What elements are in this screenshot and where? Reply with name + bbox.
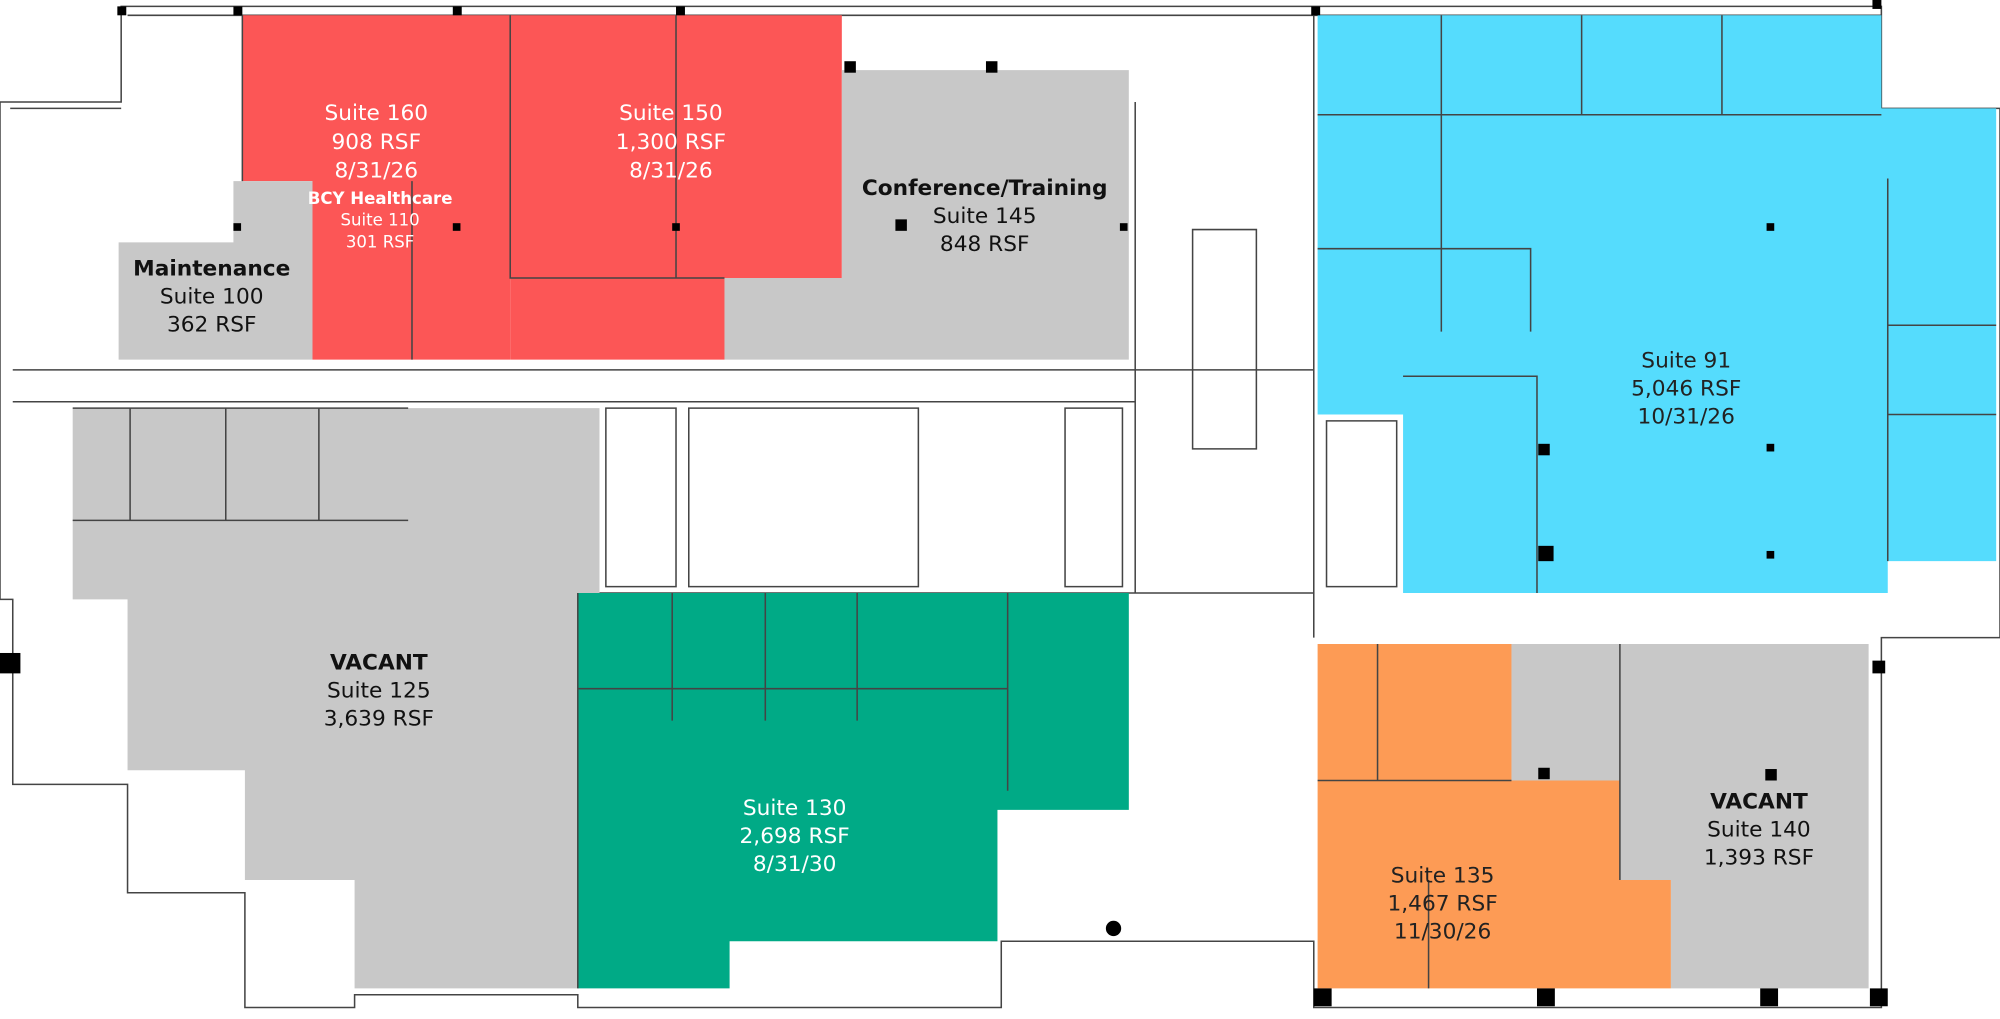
suite-name: Suite 91 [1641, 348, 1731, 373]
interior-walls [72, 15, 1997, 989]
suite-rsf: 908 RSF [331, 130, 421, 155]
suite-rsf: 848 RSF [940, 232, 1030, 257]
suite-date: 8/31/26 [334, 158, 418, 183]
suite-date: 10/31/26 [1638, 404, 1735, 429]
suite-name: Suite 140 [1707, 818, 1811, 843]
suite-rsf: 2,698 RSF [740, 824, 850, 849]
suite-150-label: Suite 150 1,300 RSF 8/31/26 [616, 101, 726, 183]
suite-140-label: VACANT Suite 140 1,393 RSF [1704, 790, 1814, 871]
suite-145-area[interactable] [724, 70, 1129, 360]
suite-name: Suite 100 [160, 285, 264, 310]
suite-date: 8/31/30 [753, 852, 837, 877]
suite-name: Suite 145 [933, 204, 1037, 229]
suite-160-label: Suite 160 908 RSF 8/31/26 [324, 101, 428, 183]
suite-rsf: 301 RSF [346, 232, 415, 251]
suite-rsf: 362 RSF [167, 313, 257, 338]
suite-date: 8/31/26 [629, 158, 713, 183]
suite-tenant: VACANT [330, 651, 428, 676]
suite-rsf: 1,300 RSF [616, 130, 726, 155]
suite-110-label: BCY Healthcare Suite 110 301 RSF [308, 189, 453, 251]
suite-rsf: 5,046 RSF [1631, 376, 1741, 401]
suite-name: Suite 130 [743, 796, 847, 821]
suite-name: Suite 125 [327, 679, 431, 704]
suite-rsf: 1,467 RSF [1387, 892, 1497, 917]
suite-100-area[interactable] [118, 181, 313, 360]
suite-rsf: 3,639 RSF [324, 707, 434, 732]
suite-name: Suite 150 [619, 101, 723, 126]
suite-tenant: VACANT [1710, 790, 1808, 815]
suite-100-label: Maintenance Suite 100 362 RSF [133, 256, 290, 337]
suite-135-area[interactable] [1317, 644, 1671, 989]
building-outline [0, 5, 2000, 1009]
suite-name: Suite 135 [1391, 864, 1495, 889]
suite-date: 11/30/26 [1394, 920, 1491, 945]
suite-160-area[interactable] [242, 15, 511, 360]
suite-145-label: Conference/Training Suite 145 848 RSF [862, 176, 1108, 257]
suite-140-area[interactable] [1511, 644, 1869, 989]
suite-91-area[interactable] [1317, 15, 1997, 594]
suite-91-label: Suite 91 5,046 RSF 10/31/26 [1631, 348, 1741, 429]
suite-name: Suite 110 [340, 211, 419, 230]
suite-135-label: Suite 135 1,467 RSF 11/30/26 [1387, 864, 1497, 945]
suite-tenant: BCY Healthcare [308, 189, 453, 208]
suite-name: Suite 160 [324, 101, 428, 126]
suite-130-label: Suite 130 2,698 RSF 8/31/30 [740, 796, 850, 877]
suite-130-area[interactable] [577, 593, 1129, 989]
structural-columns [0, 0, 1888, 1007]
suite-125-label: VACANT Suite 125 3,639 RSF [324, 651, 434, 732]
suite-rsf: 1,393 RSF [1704, 846, 1814, 871]
suite-tenant: Conference/Training [862, 176, 1108, 201]
suite-125-area[interactable] [72, 408, 600, 989]
suite-tenant: Maintenance [133, 256, 290, 281]
